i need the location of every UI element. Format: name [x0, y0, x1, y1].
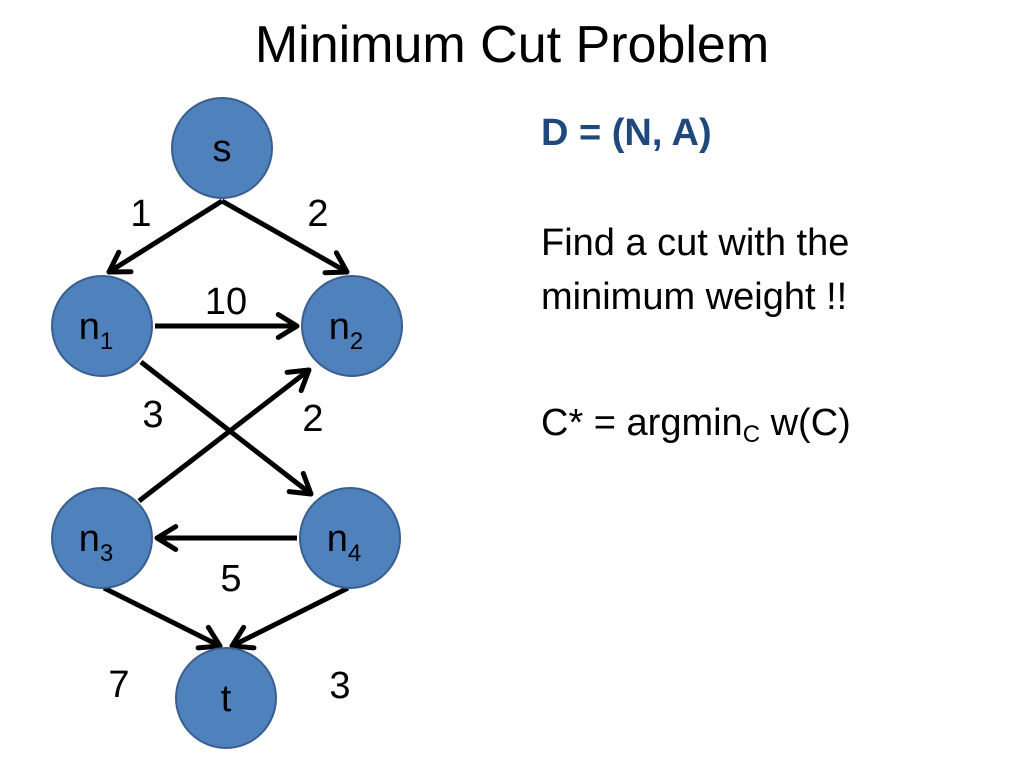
node-label-main: n — [79, 306, 100, 348]
edge-line — [230, 585, 350, 649]
node-label: n4 — [327, 518, 362, 567]
edge-weight-label: 2 — [302, 398, 323, 440]
node-label: n2 — [329, 306, 364, 355]
arrowhead-icon — [106, 249, 134, 275]
edge-line — [137, 368, 311, 503]
edge-line — [139, 360, 313, 496]
formula-rhs: w(C) — [760, 402, 851, 444]
problem-description: Find a cut with the minimum weight !! — [541, 222, 850, 318]
edge-s-n2: 2 — [220, 193, 350, 276]
arrowhead-icon — [195, 624, 223, 651]
node-n2: n2 — [301, 275, 403, 377]
edge-weight-label: 5 — [220, 558, 241, 600]
digraph-definition: D = (N, A) — [541, 112, 712, 154]
arrowhead-icon — [286, 470, 314, 497]
slide-title: Minimum Cut Problem — [254, 16, 770, 74]
node-label-subscript: 3 — [100, 540, 113, 567]
node-t: t — [175, 647, 277, 749]
arrowhead-icon — [284, 367, 312, 394]
edge-line — [102, 585, 222, 649]
node-n4: n4 — [299, 487, 401, 589]
node-circle — [171, 97, 273, 199]
node-label-main: t — [221, 678, 232, 720]
edge-n4-t: 3 — [229, 585, 351, 707]
node-n1: n1 — [51, 275, 153, 377]
edge-n3-n2: 2 — [137, 367, 324, 503]
node-label-main: s — [213, 128, 232, 170]
edge-weight-label: 3 — [142, 394, 163, 436]
edge-line — [220, 198, 349, 275]
edge-weight-label: 2 — [307, 193, 328, 235]
node-circle — [51, 487, 153, 589]
node-circle — [299, 487, 401, 589]
node-label: n1 — [79, 306, 114, 355]
arrowhead-icon — [275, 312, 300, 340]
node-label-main: n — [329, 306, 350, 348]
edge-s-n1: 1 — [106, 193, 224, 275]
node-circle — [175, 647, 277, 749]
edge-n1-n2: 10 — [155, 281, 300, 340]
node-n3: n3 — [51, 487, 153, 589]
edge-n4-n3: 5 — [154, 524, 297, 600]
node-label-subscript: 1 — [100, 328, 113, 355]
arrowhead-icon — [154, 524, 179, 552]
edge-weight-label: 3 — [329, 665, 350, 707]
arrowhead-icon — [229, 624, 257, 651]
edge-line — [107, 198, 224, 275]
edge-weight-label: 1 — [130, 193, 151, 235]
node-s: s — [171, 97, 273, 199]
node-label-main: n — [327, 518, 348, 560]
arrowhead-icon — [322, 250, 350, 276]
edge-n3-t: 7 — [102, 585, 223, 706]
edge-weight-label: 7 — [108, 664, 129, 706]
node-label: n3 — [79, 518, 114, 567]
node-label-main: n — [79, 518, 100, 560]
node-label: t — [221, 678, 232, 720]
node-label-subscript: 2 — [350, 328, 363, 355]
argmin-formula: C* = argminC w(C) — [541, 402, 851, 449]
node-label: s — [213, 128, 232, 170]
edge-weight-label: 10 — [205, 281, 247, 323]
formula-subscript: C — [742, 421, 761, 448]
node-label-subscript: 4 — [348, 540, 361, 567]
formula-lhs: C* = argmin — [541, 402, 743, 444]
node-circle — [51, 275, 153, 377]
edge-n1-n4: 3 — [139, 360, 314, 497]
node-circle — [301, 275, 403, 377]
